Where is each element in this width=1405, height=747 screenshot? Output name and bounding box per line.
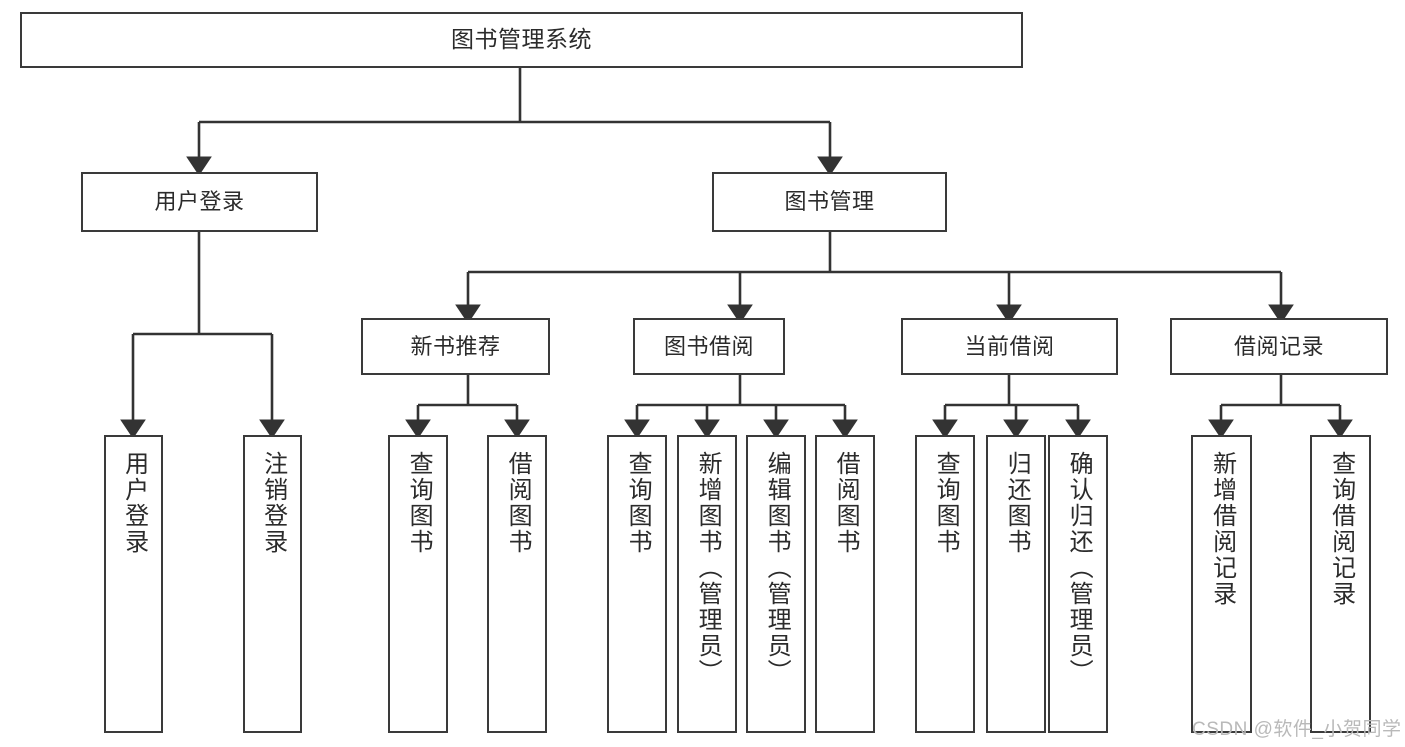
node-current-borrow[interactable]: 当前借阅 — [901, 318, 1118, 375]
leaf-return-book-label: 归还图书 — [1003, 451, 1031, 555]
leaf-confirm-return[interactable]: 确认归还（管理员） — [1048, 435, 1108, 733]
leaf-search-book-recommend[interactable]: 查询图书 — [388, 435, 448, 733]
leaf-borrow-book[interactable]: 借阅图书 — [815, 435, 875, 733]
leaf-edit-book-label: 编辑图书（管理员） — [763, 451, 791, 685]
leaf-confirm-return-label: 确认归还（管理员） — [1065, 451, 1093, 685]
node-borrow-records-label: 借阅记录 — [1233, 333, 1324, 359]
leaf-search-book-current[interactable]: 查询图书 — [915, 435, 975, 733]
leaf-edit-book[interactable]: 编辑图书（管理员） — [746, 435, 806, 733]
leaf-borrow-book-label: 借阅图书 — [832, 451, 860, 555]
node-user-login[interactable]: 用户登录 — [81, 172, 318, 232]
leaf-user-login[interactable]: 用户登录 — [104, 435, 163, 733]
leaf-search-book-current-label: 查询图书 — [932, 451, 960, 555]
leaf-search-book-borrow[interactable]: 查询图书 — [607, 435, 667, 733]
leaf-search-book-borrow-label: 查询图书 — [624, 451, 652, 555]
leaf-user-login-label: 用户登录 — [120, 451, 148, 555]
leaf-add-borrow-record-label: 新增借阅记录 — [1208, 451, 1236, 607]
node-book-management[interactable]: 图书管理 — [712, 172, 947, 232]
node-current-borrow-label: 当前借阅 — [964, 333, 1055, 359]
leaf-add-borrow-record[interactable]: 新增借阅记录 — [1191, 435, 1252, 733]
leaf-search-borrow-record[interactable]: 查询借阅记录 — [1310, 435, 1371, 733]
node-book-borrow-label: 图书借阅 — [663, 333, 754, 359]
leaf-add-book-label: 新增图书（管理员） — [694, 451, 722, 685]
leaf-search-borrow-record-label: 查询借阅记录 — [1327, 451, 1355, 607]
leaf-logout-label: 注销登录 — [259, 451, 287, 555]
node-book-management-label: 图书管理 — [784, 189, 875, 215]
leaf-add-book[interactable]: 新增图书（管理员） — [677, 435, 737, 733]
node-new-book-recommend[interactable]: 新书推荐 — [361, 318, 550, 375]
node-root-label: 图书管理系统 — [451, 26, 592, 53]
leaf-logout[interactable]: 注销登录 — [243, 435, 302, 733]
node-borrow-records[interactable]: 借阅记录 — [1170, 318, 1388, 375]
node-book-borrow[interactable]: 图书借阅 — [633, 318, 785, 375]
leaf-search-book-recommend-label: 查询图书 — [405, 451, 433, 555]
node-root[interactable]: 图书管理系统 — [20, 12, 1023, 68]
leaf-borrow-book-recommend-label: 借阅图书 — [504, 451, 532, 555]
node-new-book-recommend-label: 新书推荐 — [410, 333, 501, 359]
leaf-return-book[interactable]: 归还图书 — [986, 435, 1046, 733]
node-user-login-label: 用户登录 — [154, 189, 245, 215]
leaf-borrow-book-recommend[interactable]: 借阅图书 — [487, 435, 547, 733]
